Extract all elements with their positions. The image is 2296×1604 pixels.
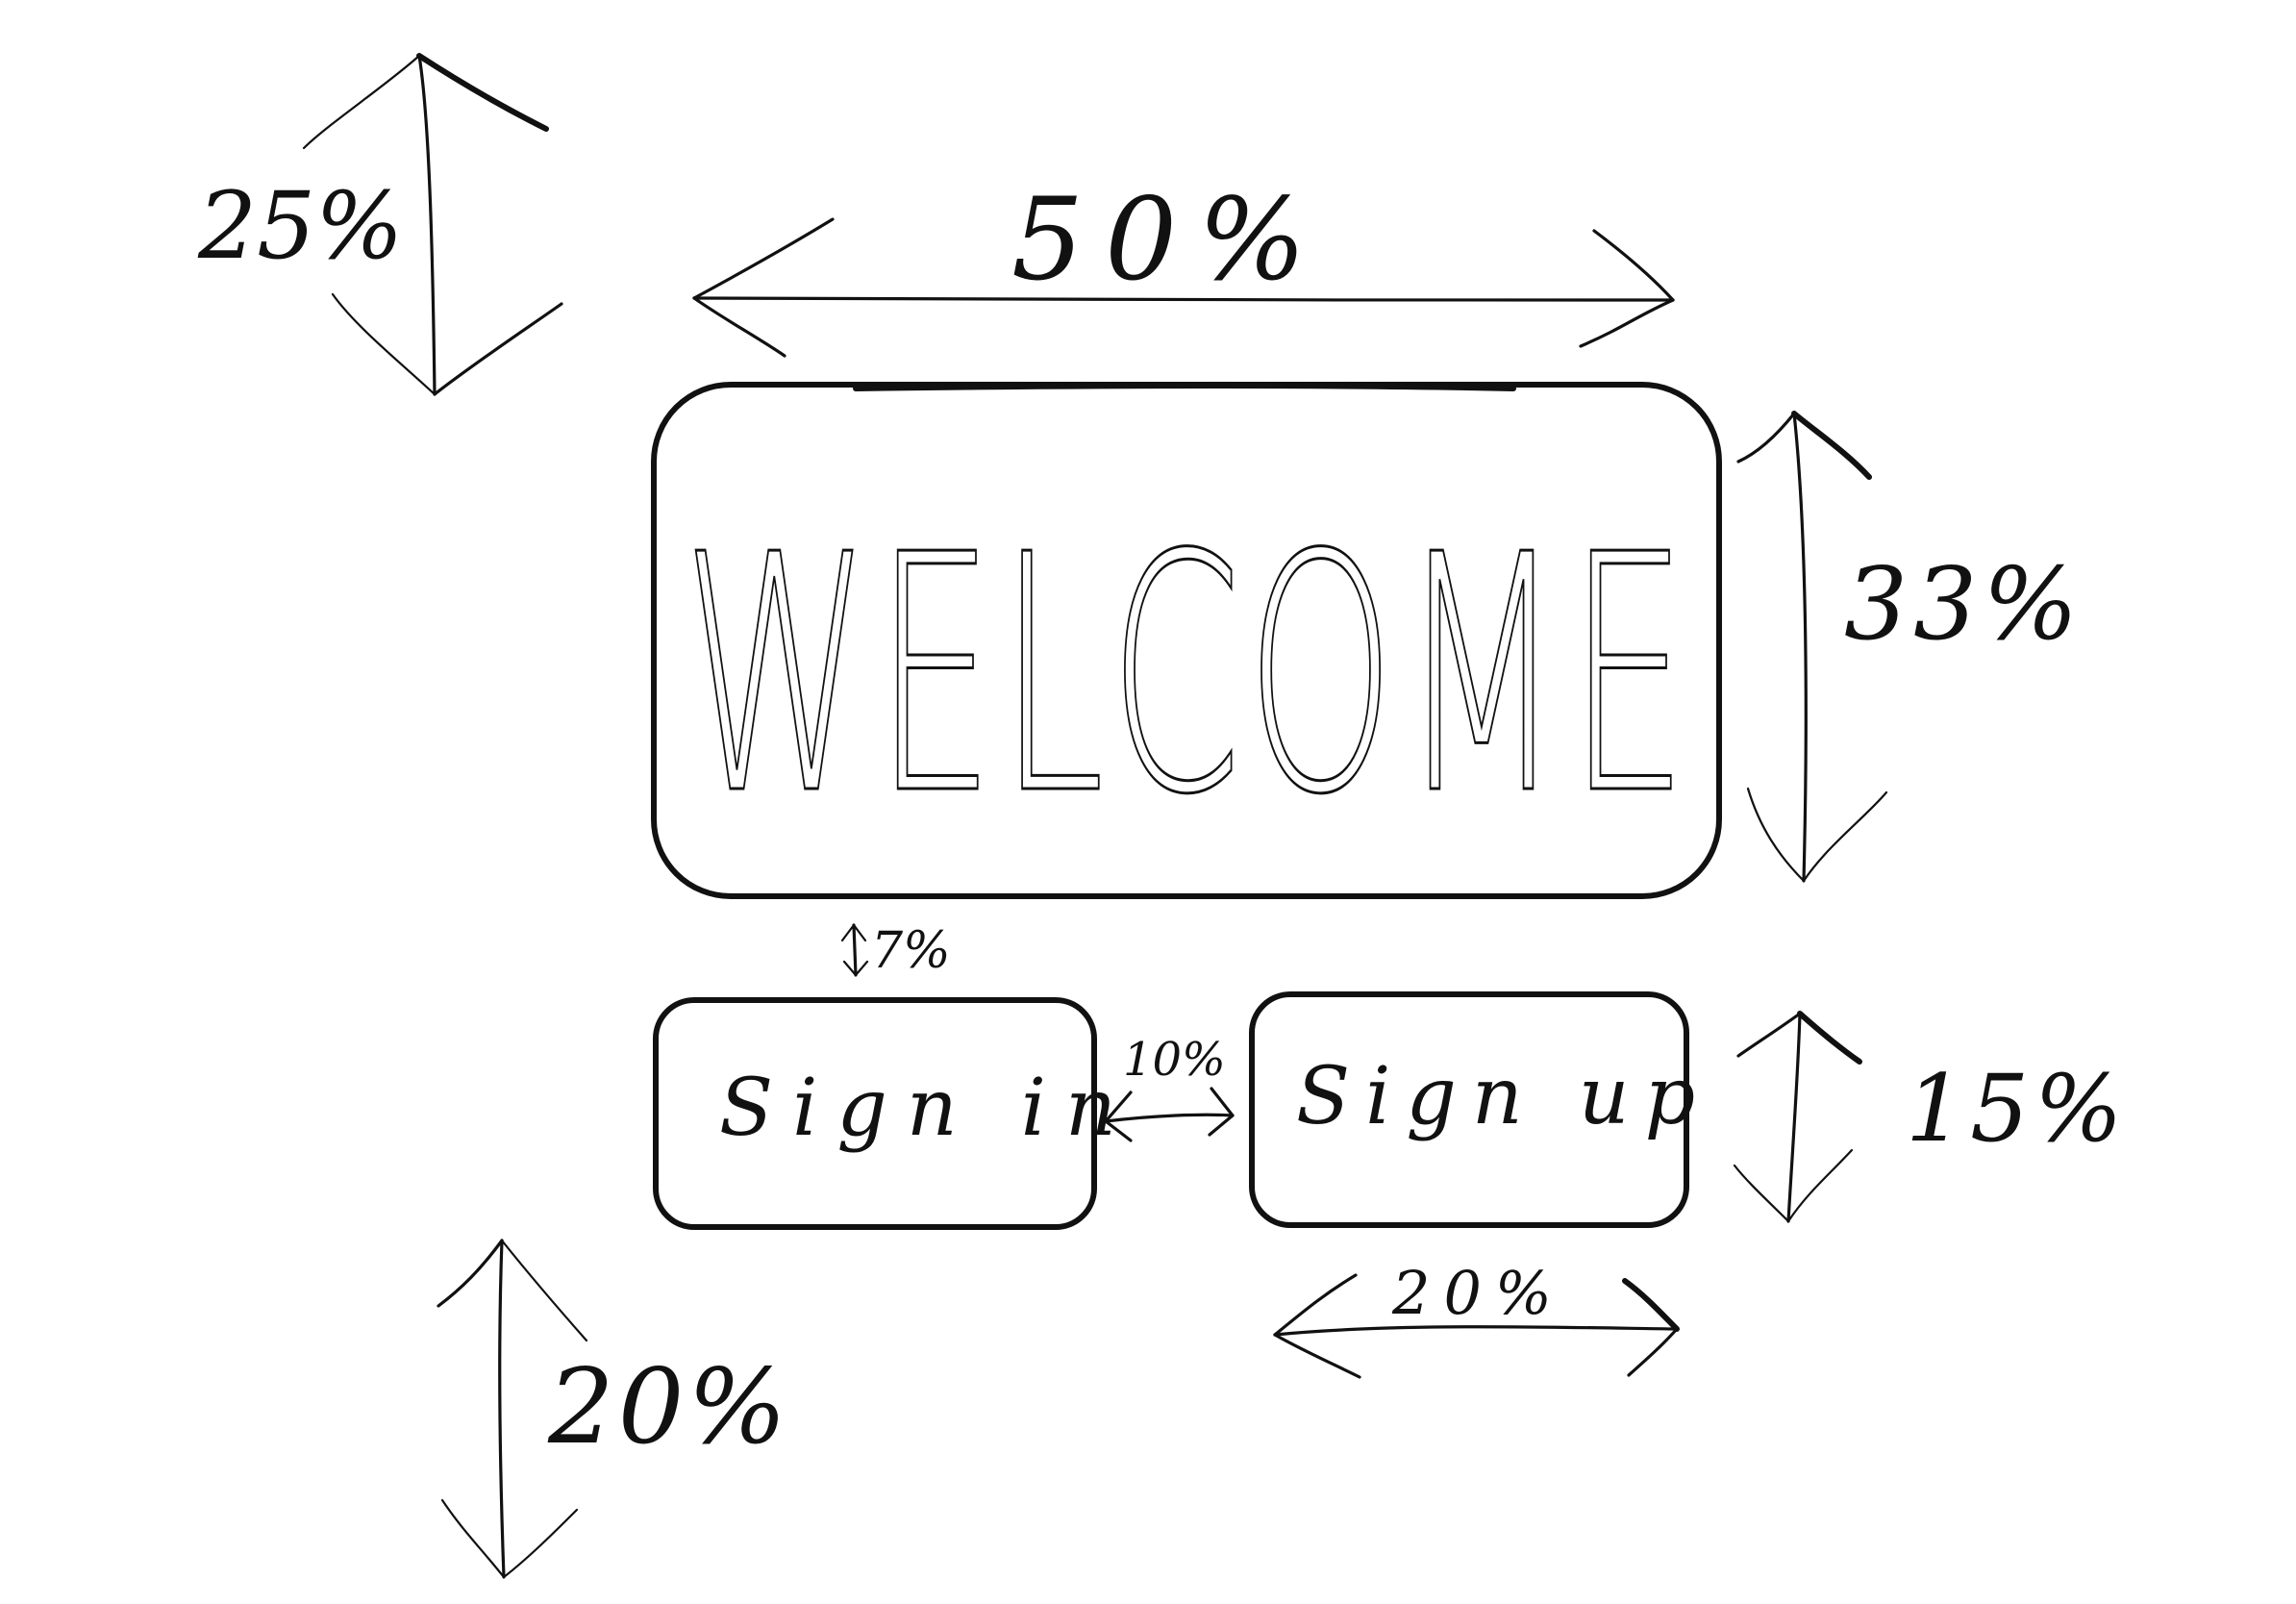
welcome-button-gap-annotation: 7% — [840, 922, 951, 980]
welcome-height-label: 33% — [1844, 545, 2084, 663]
welcome-width-arrow-head-right-up — [1592, 229, 1675, 302]
sign-up-button[interactable]: Sign up — [1249, 991, 1710, 1228]
top-margin-arrow-head-bottom — [433, 302, 563, 396]
welcome-button-gap-label: 7% — [871, 922, 951, 980]
welcome-width-arrow-head-left-up — [692, 217, 835, 300]
gap-arrow-head-bottom — [842, 960, 869, 977]
welcome-box-top-edge-stroke — [853, 383, 1516, 391]
sign-up-button-frame[interactable] — [1249, 991, 1689, 1228]
sign-in-button[interactable]: Sign in — [653, 997, 1136, 1230]
button-gap-arrow-shaft — [1104, 1113, 1235, 1123]
top-margin-arrow-head-top — [416, 53, 549, 132]
button-height-arrow-head-top-right — [1797, 1011, 1862, 1065]
welcome-title: WELCOME — [683, 486, 1692, 866]
bottom-margin-arrow-shaft — [498, 1239, 506, 1579]
bottom-margin-arrow-head-top-left — [437, 1239, 504, 1308]
button-width-arrow-head-left-down — [1273, 1333, 1361, 1379]
button-gap-annotation: 10% — [1104, 1033, 1235, 1142]
bottom-margin-arrow-head-top-right — [500, 1239, 588, 1342]
gap-arrow-shaft — [852, 923, 858, 977]
welcome-width-arrow-shaft — [692, 296, 1675, 302]
welcome-height-arrow-head-top — [1791, 411, 1872, 480]
top-margin-arrow-head-top-left — [302, 54, 421, 150]
button-gap-arrow-head-left — [1104, 1090, 1133, 1142]
button-height-arrow-head-bottom-right — [1786, 1148, 1854, 1223]
button-width-arrow-head-right-up — [1622, 1278, 1680, 1332]
button-height-arrow-head-bottom-left — [1733, 1164, 1790, 1223]
button-height-annotation: 15% — [1733, 1011, 2128, 1223]
sign-in-button-label[interactable]: Sign in — [719, 1063, 1136, 1154]
button-width-label: 20% — [1391, 1258, 1565, 1328]
welcome-box: WELCOME — [651, 382, 1722, 899]
welcome-width-arrow-head-left-down — [692, 296, 786, 358]
button-width-arrow-head-left-up — [1273, 1273, 1358, 1337]
welcome-width-annotation: 50% — [692, 173, 1675, 358]
top-margin-label: 25% — [197, 172, 403, 280]
welcome-width-arrow-head-right-down — [1579, 298, 1675, 348]
button-gap-label: 10% — [1123, 1033, 1226, 1087]
welcome-height-arrow-head-bottom-left — [1746, 787, 1806, 883]
top-margin-annotation: 25% — [197, 53, 563, 396]
top-margin-arrow-head-bottom-left — [331, 292, 437, 396]
top-margin-arrow-shaft — [417, 54, 437, 396]
button-height-arrow-head-top-left — [1736, 1012, 1802, 1058]
bottom-margin-label: 20% — [547, 1347, 790, 1467]
welcome-height-annotation: 33% — [1736, 411, 2084, 883]
button-height-arrow-shaft — [1786, 1012, 1802, 1223]
button-gap-arrow-head-right — [1208, 1087, 1235, 1137]
button-width-annotation: 20% — [1273, 1258, 1680, 1379]
button-width-arrow-head-right-down — [1627, 1327, 1679, 1377]
welcome-height-arrow-head-bottom-right — [1802, 790, 1888, 883]
sign-up-button-label[interactable]: Sign up — [1296, 1051, 1710, 1142]
welcome-height-arrow-head-top-left — [1736, 412, 1796, 464]
bottom-margin-arrow-head-bottom-left — [440, 1498, 506, 1579]
gap-arrow-head-top — [840, 923, 867, 942]
welcome-height-arrow-shaft — [1792, 412, 1808, 883]
bottom-margin-arrow-head-bottom-right — [502, 1508, 579, 1579]
bottom-margin-annotation: 20% — [437, 1239, 790, 1579]
button-width-arrow-shaft — [1273, 1325, 1679, 1337]
sign-in-button-frame[interactable] — [653, 997, 1097, 1230]
button-height-label: 15% — [1906, 1055, 2128, 1163]
welcome-width-label: 50% — [1011, 173, 1327, 306]
